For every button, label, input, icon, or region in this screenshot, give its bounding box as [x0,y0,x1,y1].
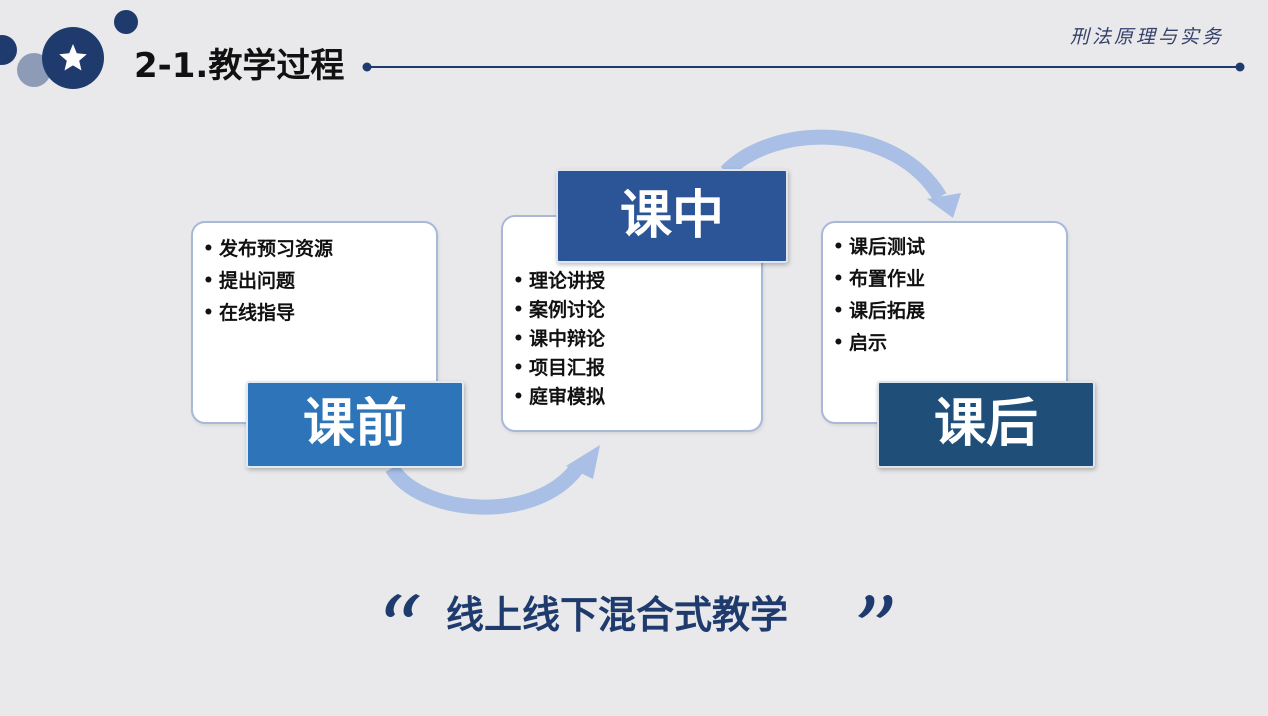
close-quote-icon [858,595,893,618]
flow-arrow-upper [720,129,947,202]
course-name: 刑法原理与实务 [1069,26,1224,48]
list-item: 提出问题 [203,265,436,297]
list-item: 案例讨论 [513,296,761,325]
header-rule-end-dot [1235,62,1245,72]
flow-arrowhead-lower [566,445,600,479]
phase-label-in-class: 课中 [556,169,788,263]
decor-circle-small [114,10,138,34]
list-item: 发布预习资源 [203,233,436,265]
list-item: 在线指导 [203,297,436,329]
decor-circle-left [0,35,17,65]
star-icon [59,44,87,71]
list-item: 课后拓展 [833,295,1066,327]
post-class-list: 课后测试 布置作业 课后拓展 启示 [833,231,1066,359]
slogan: 线上线下混合式教学 [380,580,910,637]
flow-arrowhead-upper [927,193,961,218]
list-item: 课中辩论 [513,325,761,354]
page-title: 2-1.教学过程 [134,46,345,86]
in-class-list: 理论讲授 案例讨论 课中辩论 项目汇报 庭审模拟 [513,267,761,412]
list-item: 布置作业 [833,263,1066,295]
flow-arrow-lower [385,463,584,515]
list-item: 项目汇报 [513,354,761,383]
slogan-text: 线上线下混合式教学 [446,593,789,637]
list-item: 课后测试 [833,231,1066,263]
list-item: 启示 [833,327,1066,359]
pre-class-list: 发布预习资源 提出问题 在线指导 [203,233,436,329]
open-quote-icon [385,594,420,617]
phase-label-post-class: 课后 [877,381,1095,468]
list-item: 庭审模拟 [513,383,761,412]
list-item: 理论讲授 [513,267,761,296]
phase-label-pre-class: 课前 [246,381,464,468]
